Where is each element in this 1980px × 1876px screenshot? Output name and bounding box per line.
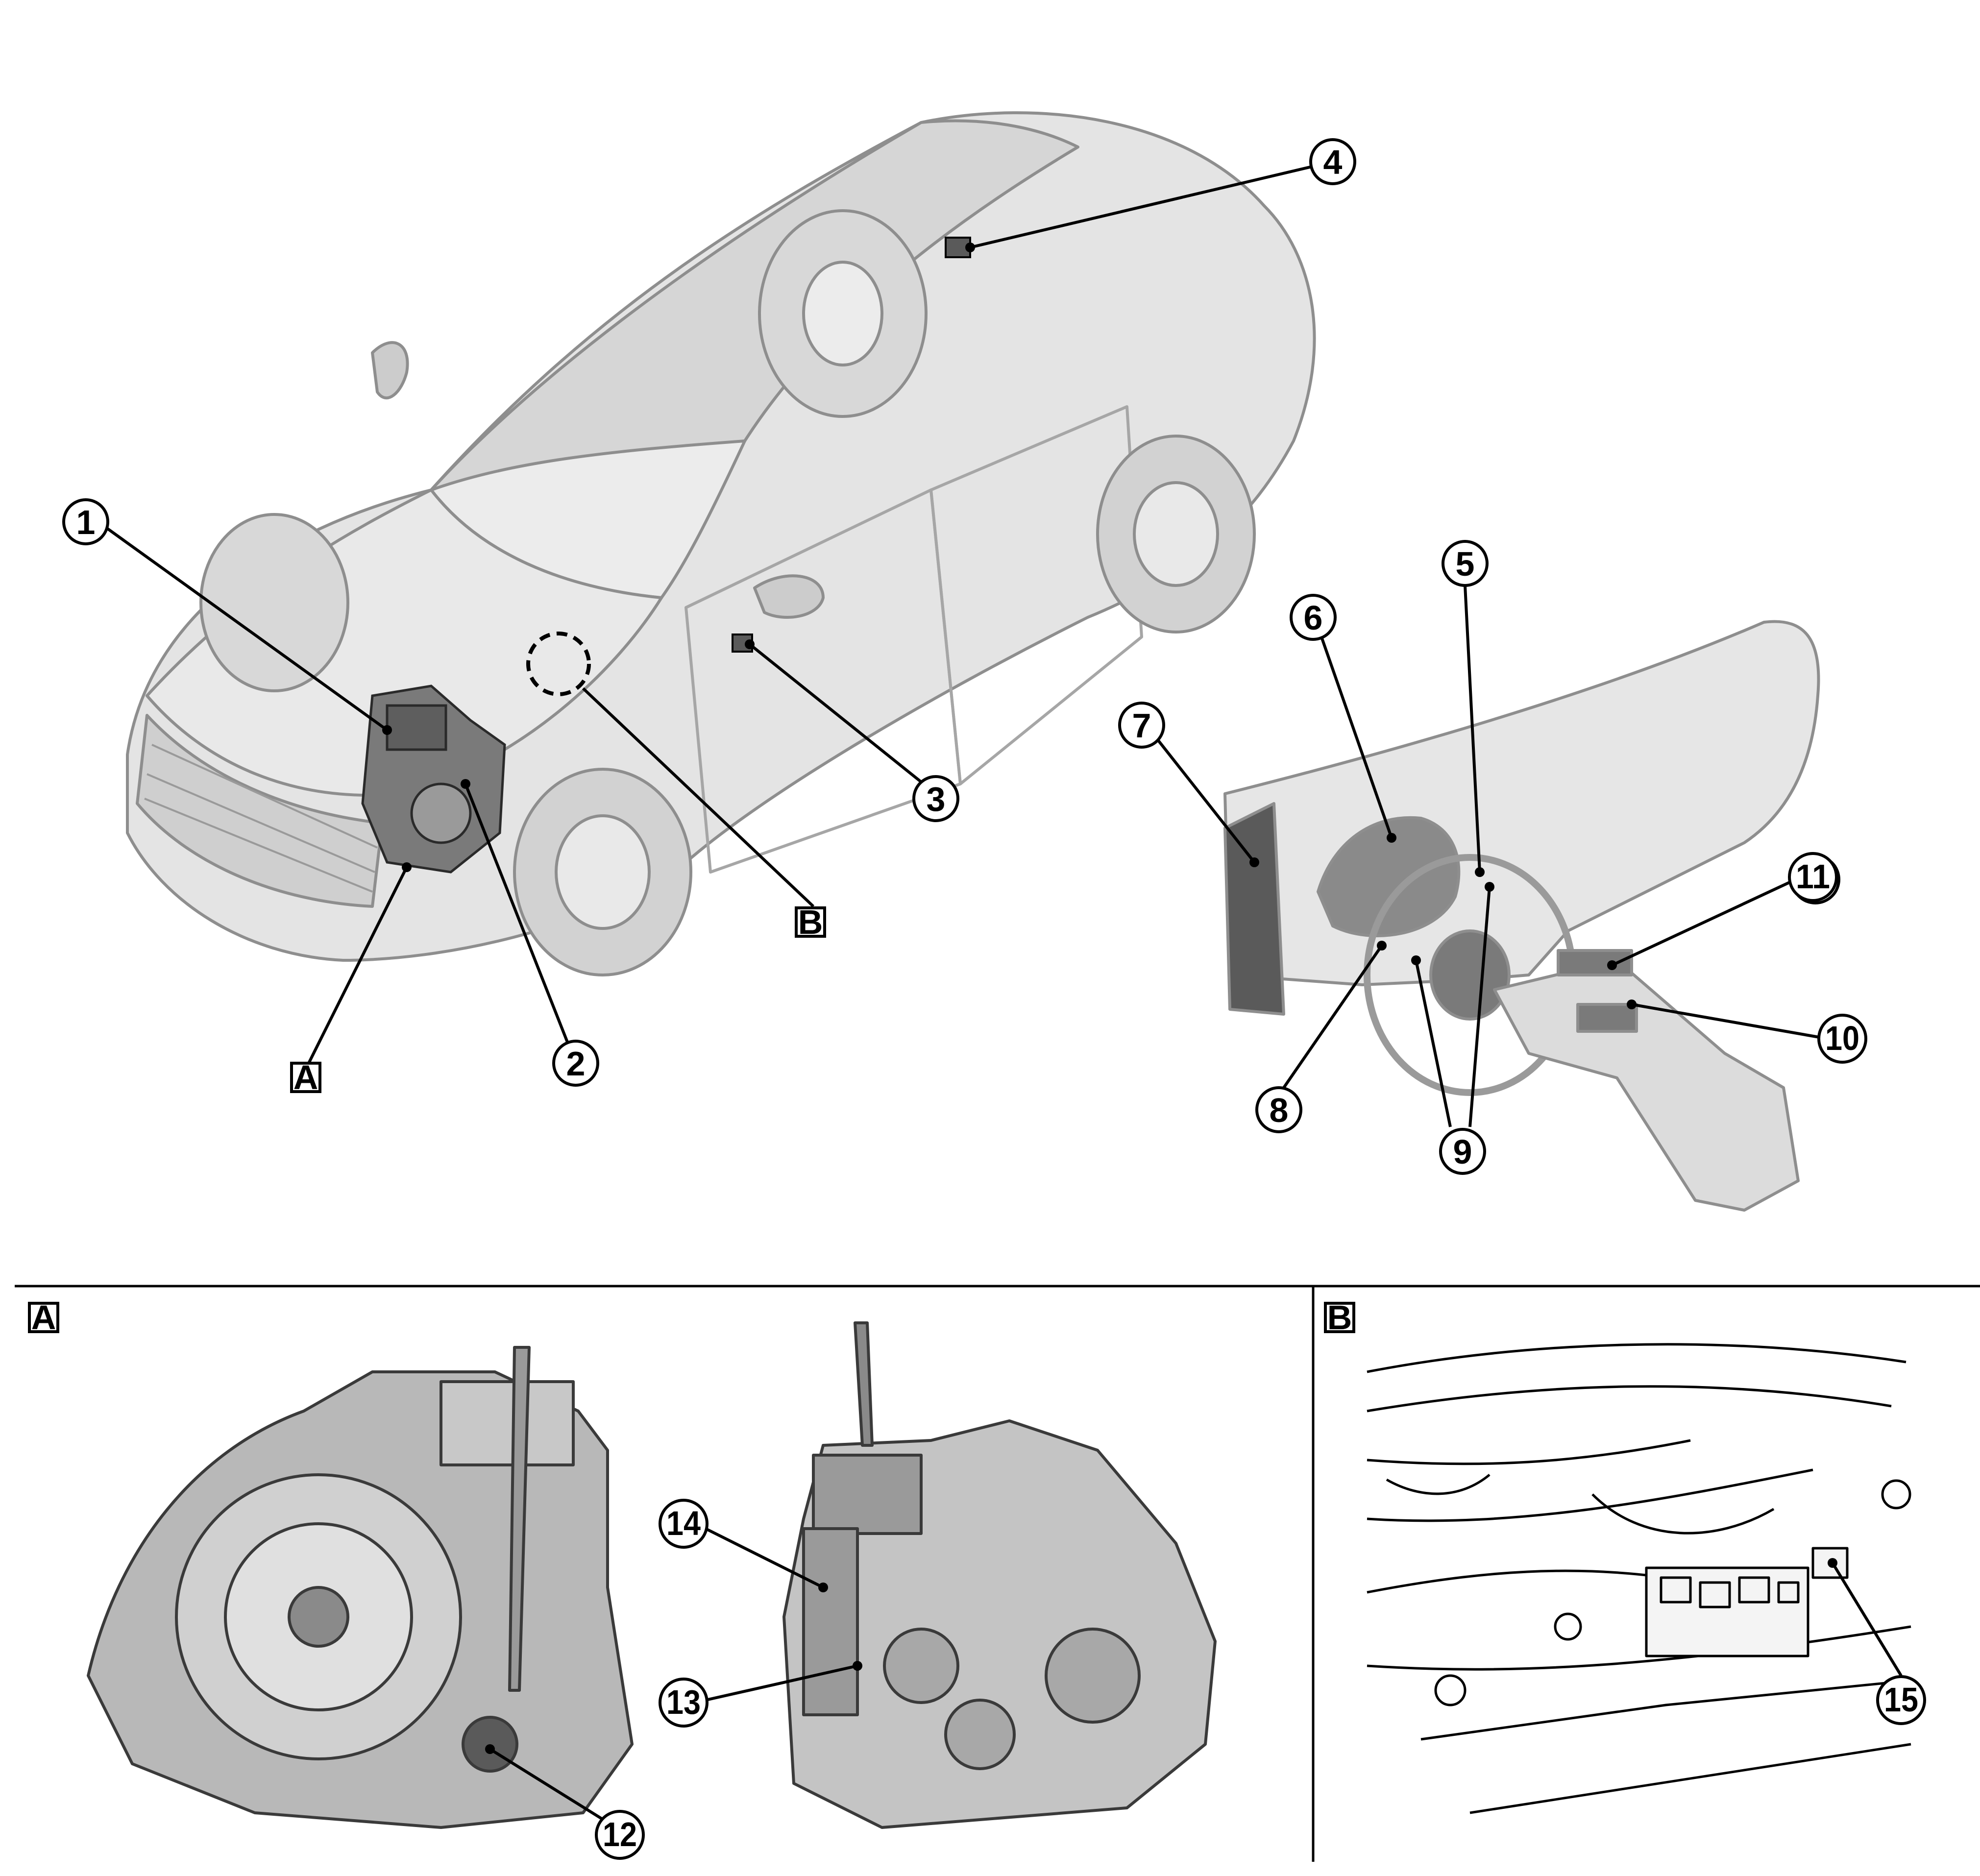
svg-text:A: A xyxy=(31,1298,56,1337)
svg-text:3: 3 xyxy=(927,780,946,818)
engine-room-line-art xyxy=(1367,1343,1911,1814)
svg-text:6: 6 xyxy=(1304,599,1323,637)
callout-5: 5 xyxy=(1442,540,1489,587)
svg-text:8: 8 xyxy=(1270,1091,1289,1129)
svg-text:B: B xyxy=(798,903,823,941)
svg-text:2: 2 xyxy=(566,1045,586,1083)
callout-15: 15 xyxy=(1876,1675,1926,1725)
svg-text:B: B xyxy=(1327,1298,1352,1337)
svg-text:10: 10 xyxy=(1825,1019,1859,1057)
transmission-internal-illustration xyxy=(782,1321,1217,1829)
panel-label-a: A xyxy=(28,1298,59,1337)
svg-text:15: 15 xyxy=(1884,1681,1918,1719)
leader-lines xyxy=(97,160,1903,1831)
callout-4: 4 xyxy=(1309,138,1356,185)
dashboard-ghost-illustration xyxy=(1223,620,1820,1212)
callout-14: 14 xyxy=(659,1499,709,1549)
svg-text:1: 1 xyxy=(76,503,96,541)
callout-2: 2 xyxy=(552,1040,599,1087)
callout-1: 1 xyxy=(62,498,109,545)
callout-8: 8 xyxy=(1255,1086,1302,1133)
svg-text:9: 9 xyxy=(1453,1133,1472,1171)
svg-text:14: 14 xyxy=(666,1504,701,1542)
location-b-dashed-circle xyxy=(526,632,591,696)
svg-text:12: 12 xyxy=(603,1815,637,1853)
section-marker-a-vehicle: A xyxy=(290,1058,321,1096)
callout-7: 7 xyxy=(1118,702,1165,749)
callout-3: 3 xyxy=(912,775,959,822)
transmission-assembly-in-vehicle xyxy=(361,684,506,874)
callout-6: 6 xyxy=(1290,594,1337,641)
vehicle-ghost-illustration xyxy=(126,111,1316,976)
svg-text:13: 13 xyxy=(666,1683,701,1721)
callout-11-label: 11 xyxy=(1788,852,1838,902)
callout-12: 12 xyxy=(595,1810,645,1860)
callout-9: 9 xyxy=(1439,1128,1486,1175)
transmission-exterior-illustration xyxy=(87,1346,634,1829)
leader-dots xyxy=(382,243,1837,1754)
svg-text:7: 7 xyxy=(1132,707,1151,745)
callout-13: 13 xyxy=(659,1678,709,1728)
svg-text:4: 4 xyxy=(1323,143,1343,181)
svg-text:A: A xyxy=(293,1058,318,1096)
panel-label-b: B xyxy=(1324,1298,1355,1337)
section-marker-b-vehicle: B xyxy=(795,903,826,941)
callout-11-marker: 10 xyxy=(1817,1014,1867,1064)
svg-text:11: 11 xyxy=(1796,857,1830,896)
svg-text:5: 5 xyxy=(1456,545,1475,583)
